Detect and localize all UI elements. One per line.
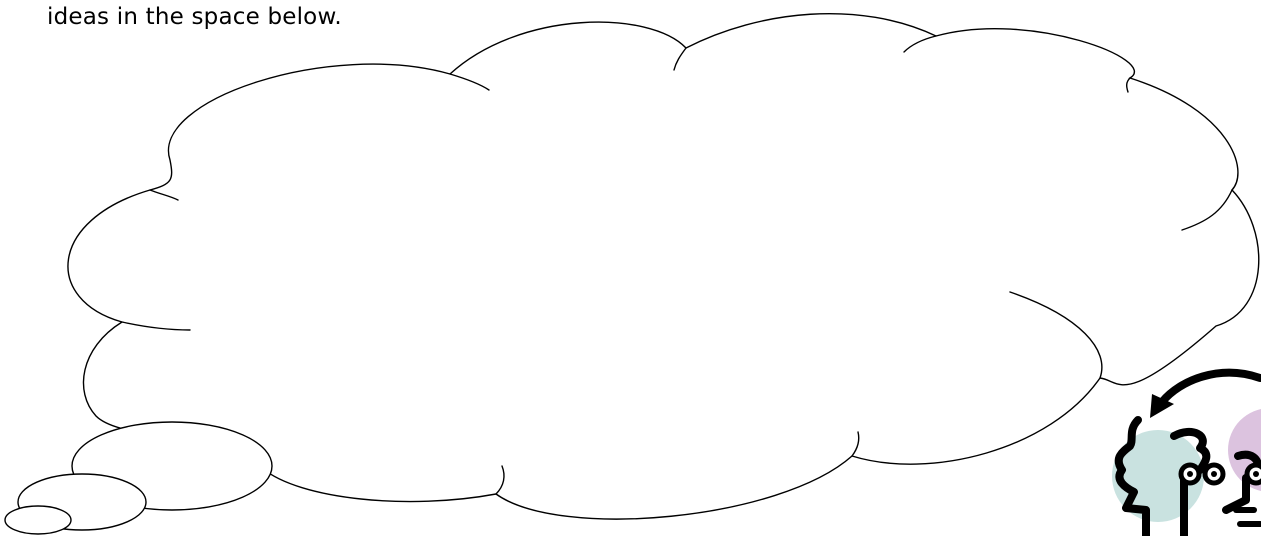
cloud-lobe-line bbox=[903, 35, 937, 53]
thought-bubble-small bbox=[4, 505, 72, 535]
arrow-head bbox=[1150, 394, 1174, 418]
cloud-lobe-line bbox=[673, 47, 687, 71]
two-people-exchanging-ideas-icon bbox=[1112, 368, 1261, 536]
cloud-lobe-line bbox=[1125, 77, 1131, 93]
cloud-lobe-line bbox=[851, 431, 860, 457]
cloud-lobe-line bbox=[1181, 189, 1233, 231]
right-face-profile bbox=[1170, 427, 1211, 536]
exchange-arrow bbox=[1158, 368, 1261, 406]
cloud-lobe-line bbox=[495, 465, 505, 495]
left-face-profile bbox=[1114, 416, 1150, 536]
instruction-text: ideas in the space below. bbox=[47, 4, 342, 30]
cloud-lobe-line bbox=[149, 189, 179, 201]
cloud-lobe-line bbox=[1009, 291, 1103, 379]
cloud-lobe-line bbox=[449, 73, 490, 91]
cloud-lobe-line bbox=[121, 321, 191, 331]
